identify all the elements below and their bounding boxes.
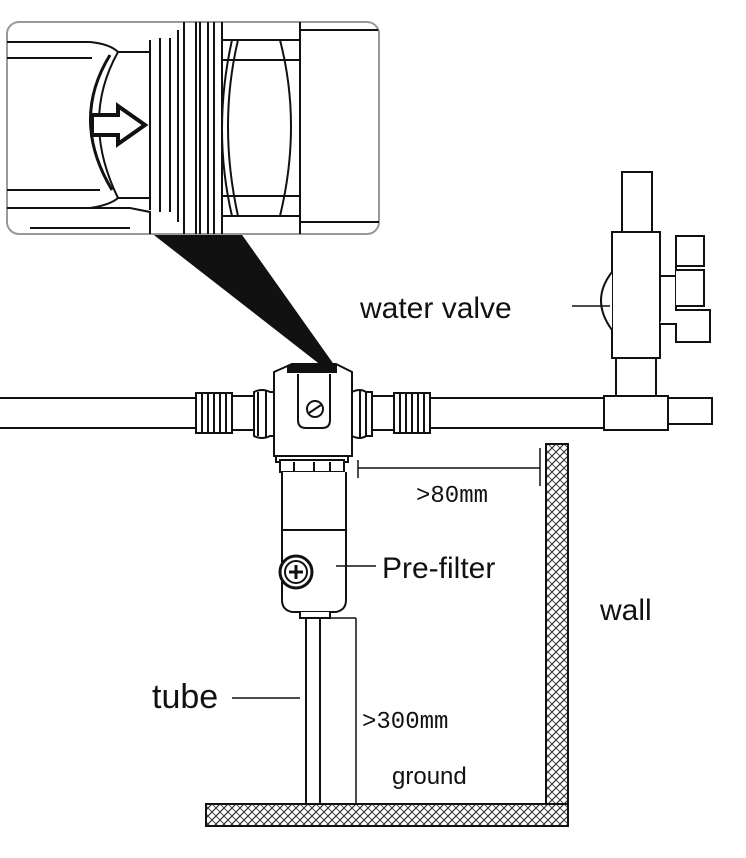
dimension-wall bbox=[357, 448, 541, 486]
label-wall: wall bbox=[599, 594, 652, 627]
right-fitting bbox=[351, 389, 431, 439]
label-water-valve: water valve bbox=[359, 292, 512, 325]
water-valve-assembly bbox=[600, 171, 713, 431]
pipe-left bbox=[0, 397, 200, 429]
filter-head bbox=[273, 363, 353, 463]
dimension-ground bbox=[322, 617, 357, 804]
left-fitting bbox=[195, 389, 275, 439]
detail-inset bbox=[6, 21, 380, 235]
label-clearance-wall: >80mm bbox=[416, 483, 488, 510]
wall bbox=[545, 443, 569, 825]
drain-tube bbox=[305, 618, 321, 804]
label-ground: ground bbox=[392, 763, 467, 790]
pipe-right bbox=[430, 397, 604, 429]
zoom-wedge bbox=[150, 232, 335, 366]
ground-slab bbox=[205, 803, 569, 827]
label-tube: tube bbox=[152, 678, 218, 716]
valve-handle-icon bbox=[660, 235, 711, 343]
label-pre-filter: Pre-filter bbox=[382, 552, 495, 585]
label-clearance-ground: >300mm bbox=[362, 709, 448, 736]
filter-bowl bbox=[278, 459, 347, 619]
flow-arrow-icon bbox=[90, 102, 149, 148]
